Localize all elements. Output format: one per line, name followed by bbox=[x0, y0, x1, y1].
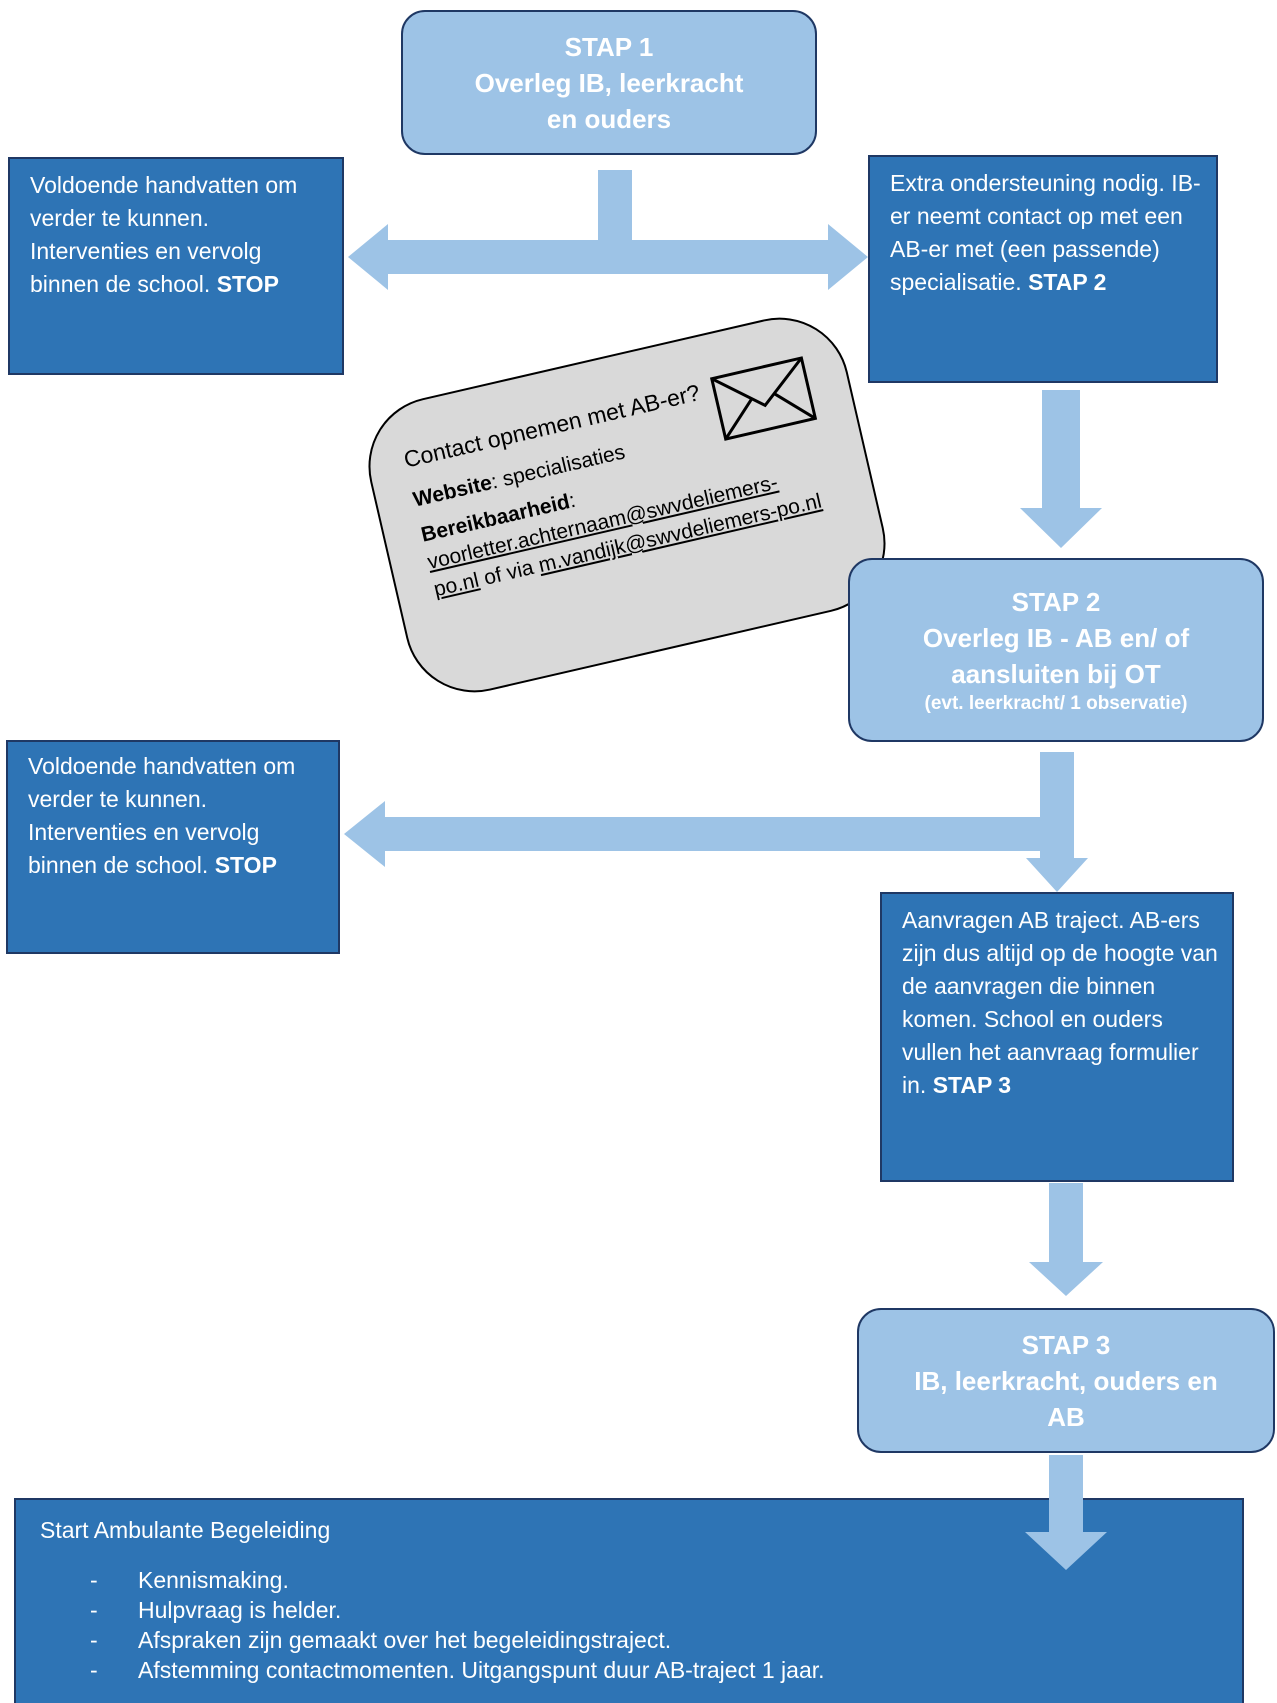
list-item: Hulpvraag is helder. bbox=[90, 1595, 1222, 1625]
website-label: Website bbox=[410, 471, 495, 512]
step-2-title: STAP 2 bbox=[1011, 587, 1101, 617]
step-2-line-2: aansluiten bij OT bbox=[951, 659, 1161, 689]
envelope-icon bbox=[709, 356, 818, 441]
arrow-extra-to-step2 bbox=[1020, 390, 1102, 548]
start-box-list: Kennismaking. Hulpvraag is helder. Afspr… bbox=[40, 1565, 1222, 1685]
list-item: Kennismaking. bbox=[90, 1565, 1222, 1595]
arrow-head-overlay bbox=[1025, 1495, 1107, 1570]
extra-support-text: Extra ondersteuning nodig. IB-er neemt c… bbox=[890, 170, 1201, 295]
list-item: Afspraken zijn gemaakt over het begeleid… bbox=[90, 1625, 1222, 1655]
step-1-line-1: Overleg IB, leerkracht bbox=[474, 67, 744, 98]
contact-card: Contact opnemen met AB-er? Website: spec… bbox=[354, 303, 900, 707]
step-1-line-2: en ouders bbox=[546, 103, 672, 134]
list-item: Afstemming contactmomenten. Uitgangspunt… bbox=[90, 1655, 1222, 1685]
extra-support-box: Extra ondersteuning nodig. IB-er neemt c… bbox=[868, 155, 1218, 383]
step-2-sub: (evt. leerkracht/ 1 observatie) bbox=[924, 693, 1188, 714]
step-3-line-1: IB, leerkracht, ouders en bbox=[914, 1365, 1218, 1396]
step-2-line-1: Overleg IB - AB en/ of bbox=[922, 623, 1190, 653]
start-box-title: Start Ambulante Begeleiding bbox=[40, 1517, 331, 1543]
step-2-box: STAP 2 Overleg IB - AB en/ of aansluiten… bbox=[848, 558, 1264, 742]
stop-box-2-text: Voldoende handvatten om verder te kunnen… bbox=[28, 753, 296, 878]
step-1-title: STAP 1 bbox=[564, 31, 654, 62]
request-text: Aanvragen AB traject. AB-ers zijn dus al… bbox=[902, 907, 1218, 1098]
request-step: STAP 3 bbox=[932, 1072, 1012, 1098]
step-3-line-2: AB bbox=[1047, 1401, 1085, 1432]
stop-box-1-text: Voldoende handvatten om verder te kunnen… bbox=[30, 172, 298, 297]
request-box: Aanvragen AB traject. AB-ers zijn dus al… bbox=[880, 892, 1234, 1182]
step-3-title: STAP 3 bbox=[1021, 1329, 1111, 1360]
stop-box-1: Voldoende handvatten om verder te kunnen… bbox=[8, 157, 344, 375]
extra-support-step: STAP 2 bbox=[1028, 269, 1107, 295]
step-1-box: STAP 1 Overleg IB, leerkracht en ouders bbox=[401, 10, 817, 155]
stop-box-1-stop: STOP bbox=[216, 271, 279, 297]
step-3-box: STAP 3 IB, leerkracht, ouders en AB bbox=[857, 1308, 1275, 1453]
arrow-split-stop-extra bbox=[348, 170, 868, 290]
stop-box-2: Voldoende handvatten om verder te kunnen… bbox=[6, 740, 340, 954]
arrow-step2-split bbox=[344, 752, 1088, 892]
stop-box-2-stop: STOP bbox=[214, 852, 277, 878]
arrow-request-to-step3 bbox=[1029, 1183, 1103, 1296]
